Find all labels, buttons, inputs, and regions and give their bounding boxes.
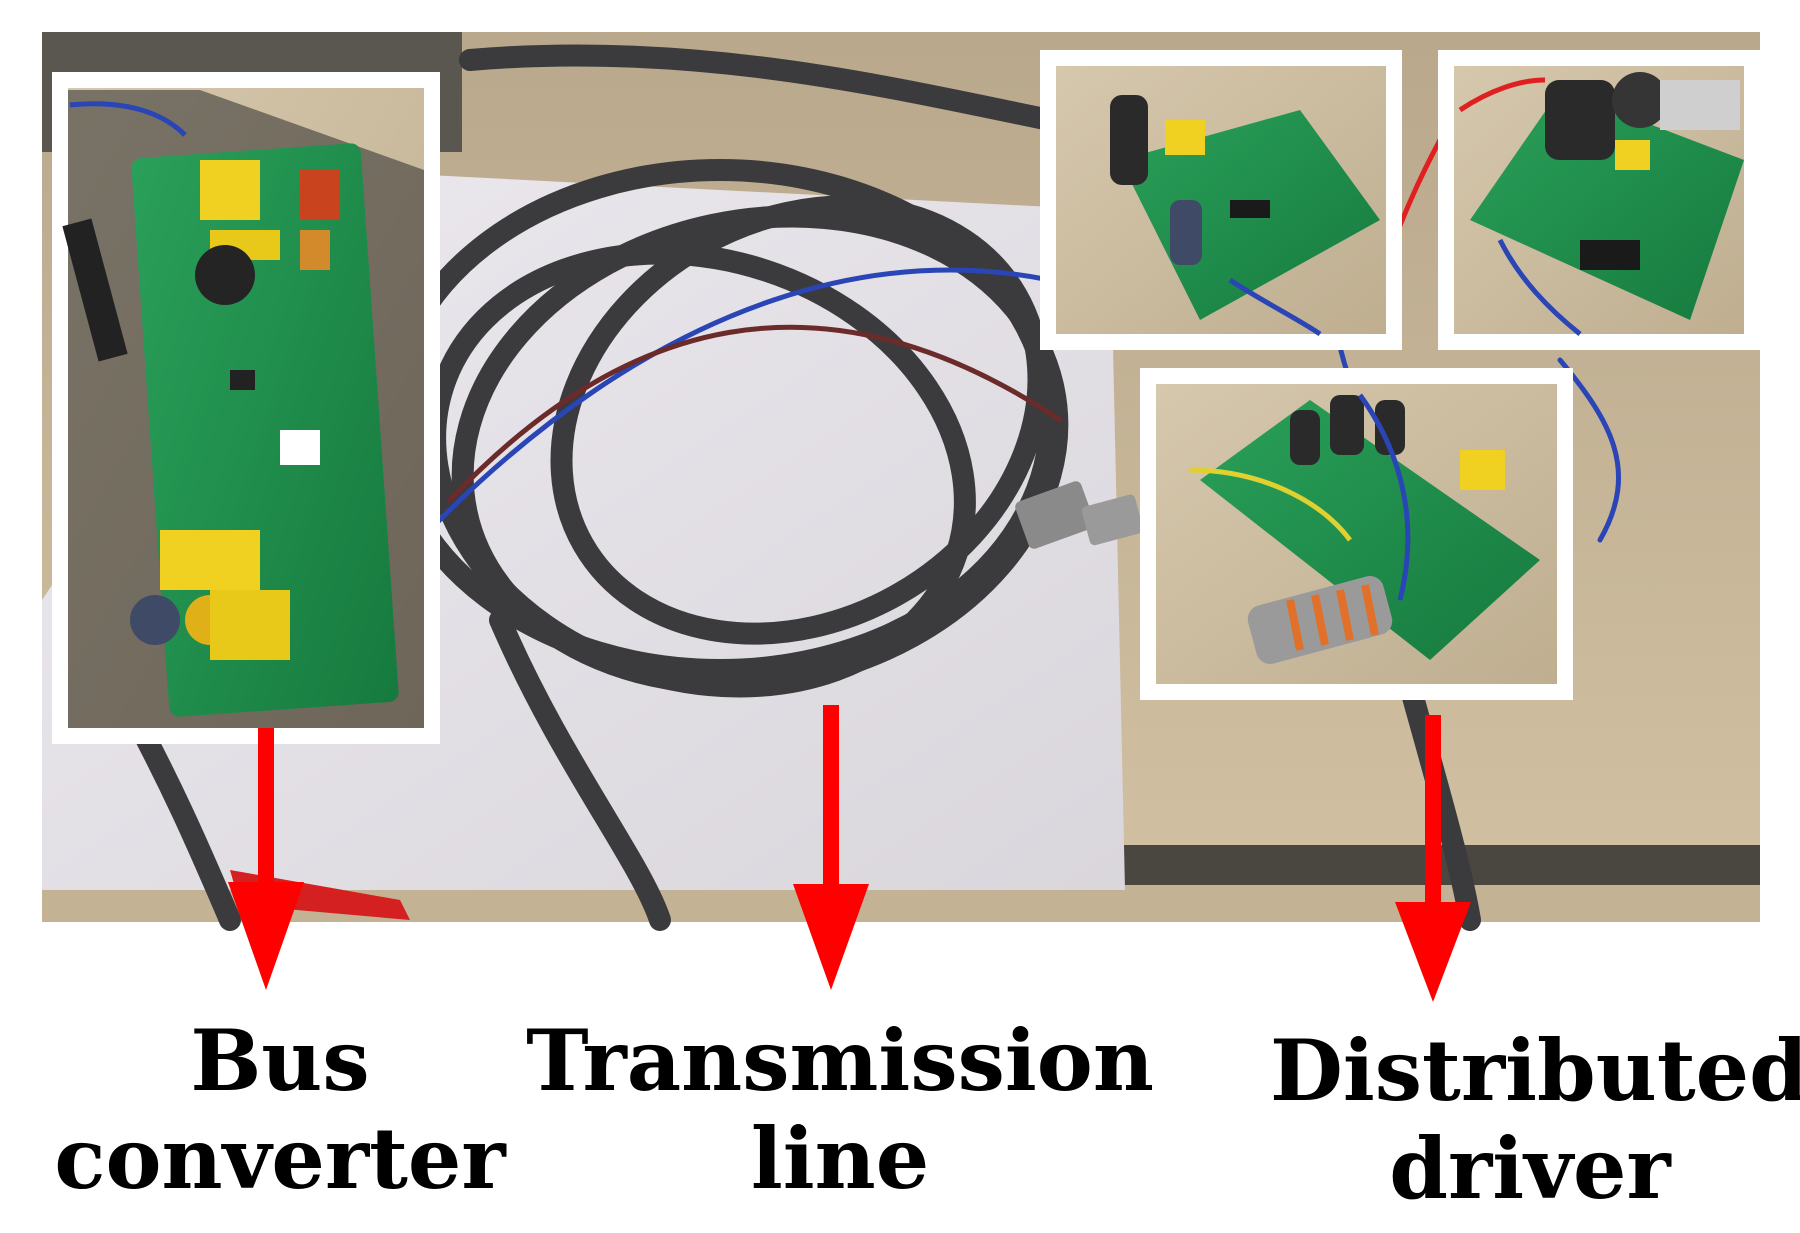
label-transmission-line: Transmission line: [520, 1012, 1160, 1208]
label-bus-converter-line1: Bus: [190, 1011, 370, 1110]
arrow-distributed-driver: [1395, 715, 1471, 1002]
label-distributed-driver-line1: Distributed: [1270, 1021, 1800, 1120]
label-transmission-line-line2: line: [750, 1109, 930, 1208]
driver-inset-3: [1140, 368, 1573, 700]
connector: [1015, 481, 1095, 549]
label-bus-converter-line2: converter: [54, 1109, 506, 1208]
driver-inset-1: [1040, 50, 1402, 350]
arrow-bus-converter: [228, 728, 304, 990]
bus-converter-inset: [52, 72, 440, 744]
arrow-transmission-line: [793, 705, 869, 990]
driver-inset-2: [1438, 50, 1760, 350]
label-distributed-driver: Distributed driver: [1270, 1021, 1800, 1218]
label-bus-converter: Bus converter: [40, 1012, 520, 1208]
connector: [1081, 494, 1144, 546]
label-transmission-line-line1: Transmission: [526, 1011, 1154, 1110]
label-distributed-driver-line2: driver: [1389, 1119, 1671, 1218]
